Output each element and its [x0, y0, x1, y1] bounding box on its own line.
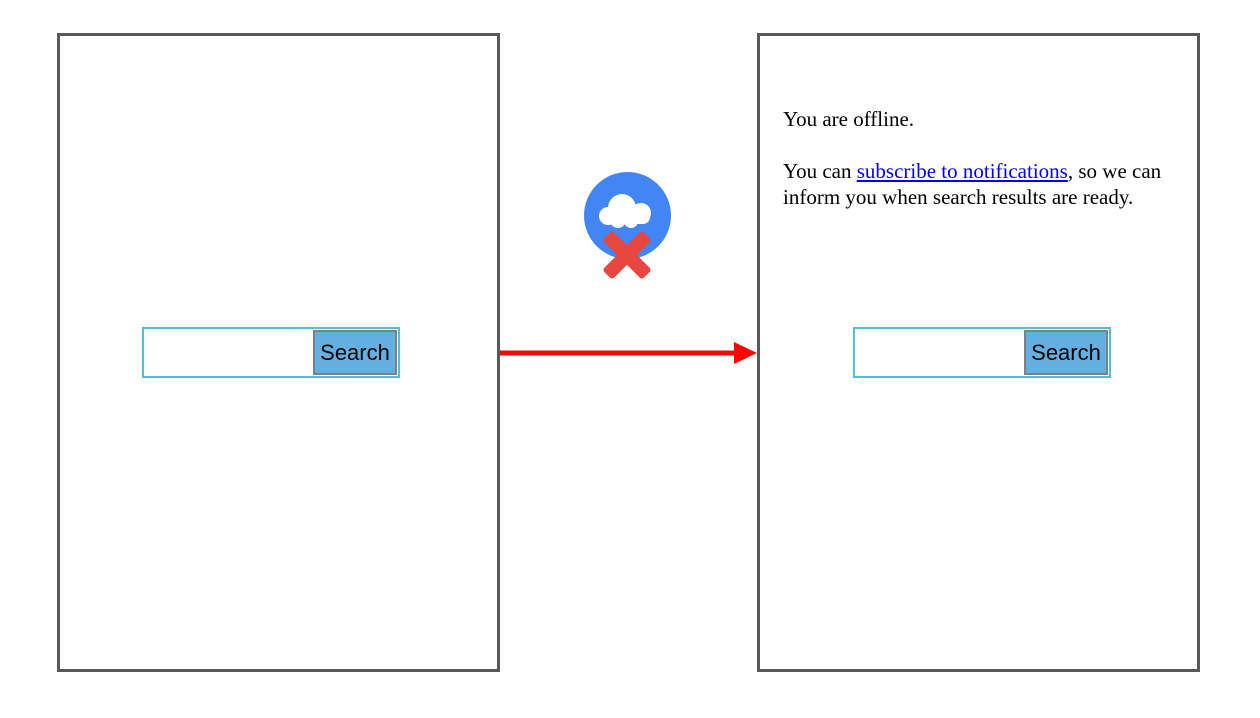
search-button[interactable]: Search	[313, 330, 397, 375]
search-button[interactable]: Search	[1024, 330, 1108, 375]
offline-message: You are offline. You can subscribe to no…	[783, 106, 1195, 236]
subscribe-notifications-link[interactable]: subscribe to notifications	[856, 159, 1068, 183]
notification-hint-text: You can subscribe to notifications, so w…	[783, 158, 1195, 210]
hint-text-prefix: You can	[783, 159, 857, 183]
cloud-icon	[599, 194, 651, 228]
frame-offline-screen: You are offline. You can subscribe to no…	[757, 33, 1200, 672]
offline-status-text: You are offline.	[783, 107, 915, 131]
search-form: Search	[853, 327, 1111, 378]
offline-cloud-icon	[584, 172, 671, 279]
frame-search-screen: Search	[57, 33, 500, 672]
x-icon	[603, 231, 651, 279]
flow-arrow-icon	[500, 342, 757, 364]
search-form: Search	[142, 327, 400, 378]
arrow-head	[734, 342, 757, 364]
hint-text-suffix: , so we can inform you when search resul…	[783, 159, 1162, 209]
